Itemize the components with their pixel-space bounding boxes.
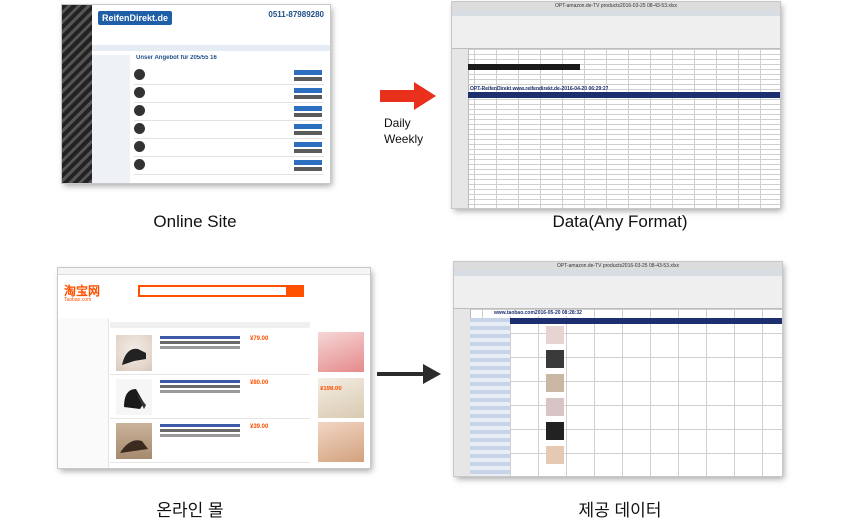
excel-row-numbers	[452, 49, 469, 208]
dark-arrow-icon	[377, 364, 441, 384]
excel-column-header	[468, 92, 780, 98]
ad-price: ¥198.00	[320, 386, 342, 392]
excel-ribbon	[452, 16, 780, 49]
product-row	[134, 67, 324, 85]
excel-window-title: OPT-amazon.de-TV products2016-03-25 08-4…	[556, 263, 679, 269]
arrow-label-weekly: Weekly	[384, 132, 424, 146]
caption-data: Data(Any Format)	[552, 212, 688, 231]
excel-title-bar: OPT-amazon.de-TV products2016-03-25 08-4…	[454, 262, 782, 270]
product-price: ¥39.00	[250, 424, 269, 430]
site-logo: ReifenDirekt.de	[98, 11, 173, 25]
excel-sheet-title: www.taobao.com2016-05-20 08:28:32	[494, 310, 582, 316]
taobao-sort-bar	[110, 322, 310, 328]
excel-column-header	[510, 318, 782, 324]
taobao-search-button[interactable]	[286, 285, 304, 297]
arrow-label-daily: Daily	[384, 116, 411, 130]
product-image[interactable]	[116, 379, 152, 415]
excel-data-screenshot-2: OPT-amazon.de-TV products2016-03-25 08-4…	[454, 262, 782, 476]
product-image[interactable]	[116, 335, 152, 371]
online-site-screenshot: ReifenDirekt.de 0511-87989280 Unser Ange…	[62, 5, 330, 183]
excel-window-title: OPT-amazon.de-TV products2016-03-25 08-4…	[554, 3, 677, 9]
taobao-logo-sub: Taobao.com	[64, 297, 92, 303]
red-arrow-icon	[380, 82, 436, 110]
ad-image[interactable]	[318, 332, 364, 372]
taobao-screenshot: 淘宝网 Taobao.com ¥79.00 ¥80.00 ¥39.00 ¥198…	[58, 268, 370, 468]
taobao-logo: 淘宝网	[64, 284, 101, 298]
product-thumbnail	[546, 422, 564, 440]
product-thumbnail	[546, 326, 564, 344]
product-title[interactable]	[160, 424, 240, 427]
product-row: ¥79.00	[110, 332, 310, 375]
excel-ribbon	[454, 276, 782, 309]
product-row	[134, 103, 324, 121]
product-row	[134, 139, 324, 157]
product-title[interactable]	[160, 380, 240, 383]
site-nav-bar	[92, 45, 330, 51]
site-header: ReifenDirekt.de 0511-87989280	[92, 5, 330, 46]
product-image[interactable]	[116, 423, 152, 459]
product-thumbnail	[546, 350, 564, 368]
excel-title-bar: OPT-amazon.de-TV products2016-03-25 08-4…	[452, 2, 780, 10]
ad-image[interactable]	[318, 422, 364, 462]
excel-small-header	[468, 64, 580, 70]
product-row	[134, 157, 324, 175]
excel-data-screenshot-1: OPT-amazon.de-TV products2016-03-25 08-4…	[452, 2, 780, 208]
taobao-search-input[interactable]	[138, 285, 290, 297]
excel-sheet-title: OPT-ReifenDirekt www.reifendirekt.de-201…	[470, 86, 609, 92]
product-row: ¥39.00	[110, 420, 310, 463]
product-row	[134, 85, 324, 103]
product-row	[134, 121, 324, 139]
excel-grid	[452, 49, 780, 208]
site-phone: 0511-87989280	[268, 10, 324, 19]
taobao-filter-sidebar	[58, 318, 109, 468]
product-thumbnail	[546, 374, 564, 392]
arrow-label: Daily Weekly	[384, 115, 423, 147]
ad-image[interactable]	[318, 378, 364, 418]
tire-banner-image	[62, 5, 92, 183]
caption-online-mall: 온라인 몰	[156, 501, 224, 520]
product-thumbnail	[546, 446, 564, 464]
product-row: ¥80.00	[110, 376, 310, 419]
product-price: ¥79.00	[250, 336, 269, 342]
product-thumbnail	[546, 398, 564, 416]
taobao-top-bar	[58, 268, 370, 275]
product-title[interactable]	[160, 336, 240, 339]
caption-provided-data: 제공 데이터	[578, 501, 662, 520]
excel-left-columns	[470, 318, 510, 476]
excel-row-numbers	[454, 309, 471, 476]
caption-online-site: Online Site	[153, 212, 237, 231]
site-headline: Unser Angebot für 205/55 16	[136, 55, 217, 61]
product-price: ¥80.00	[250, 380, 269, 386]
site-filter-sidebar	[92, 55, 130, 183]
